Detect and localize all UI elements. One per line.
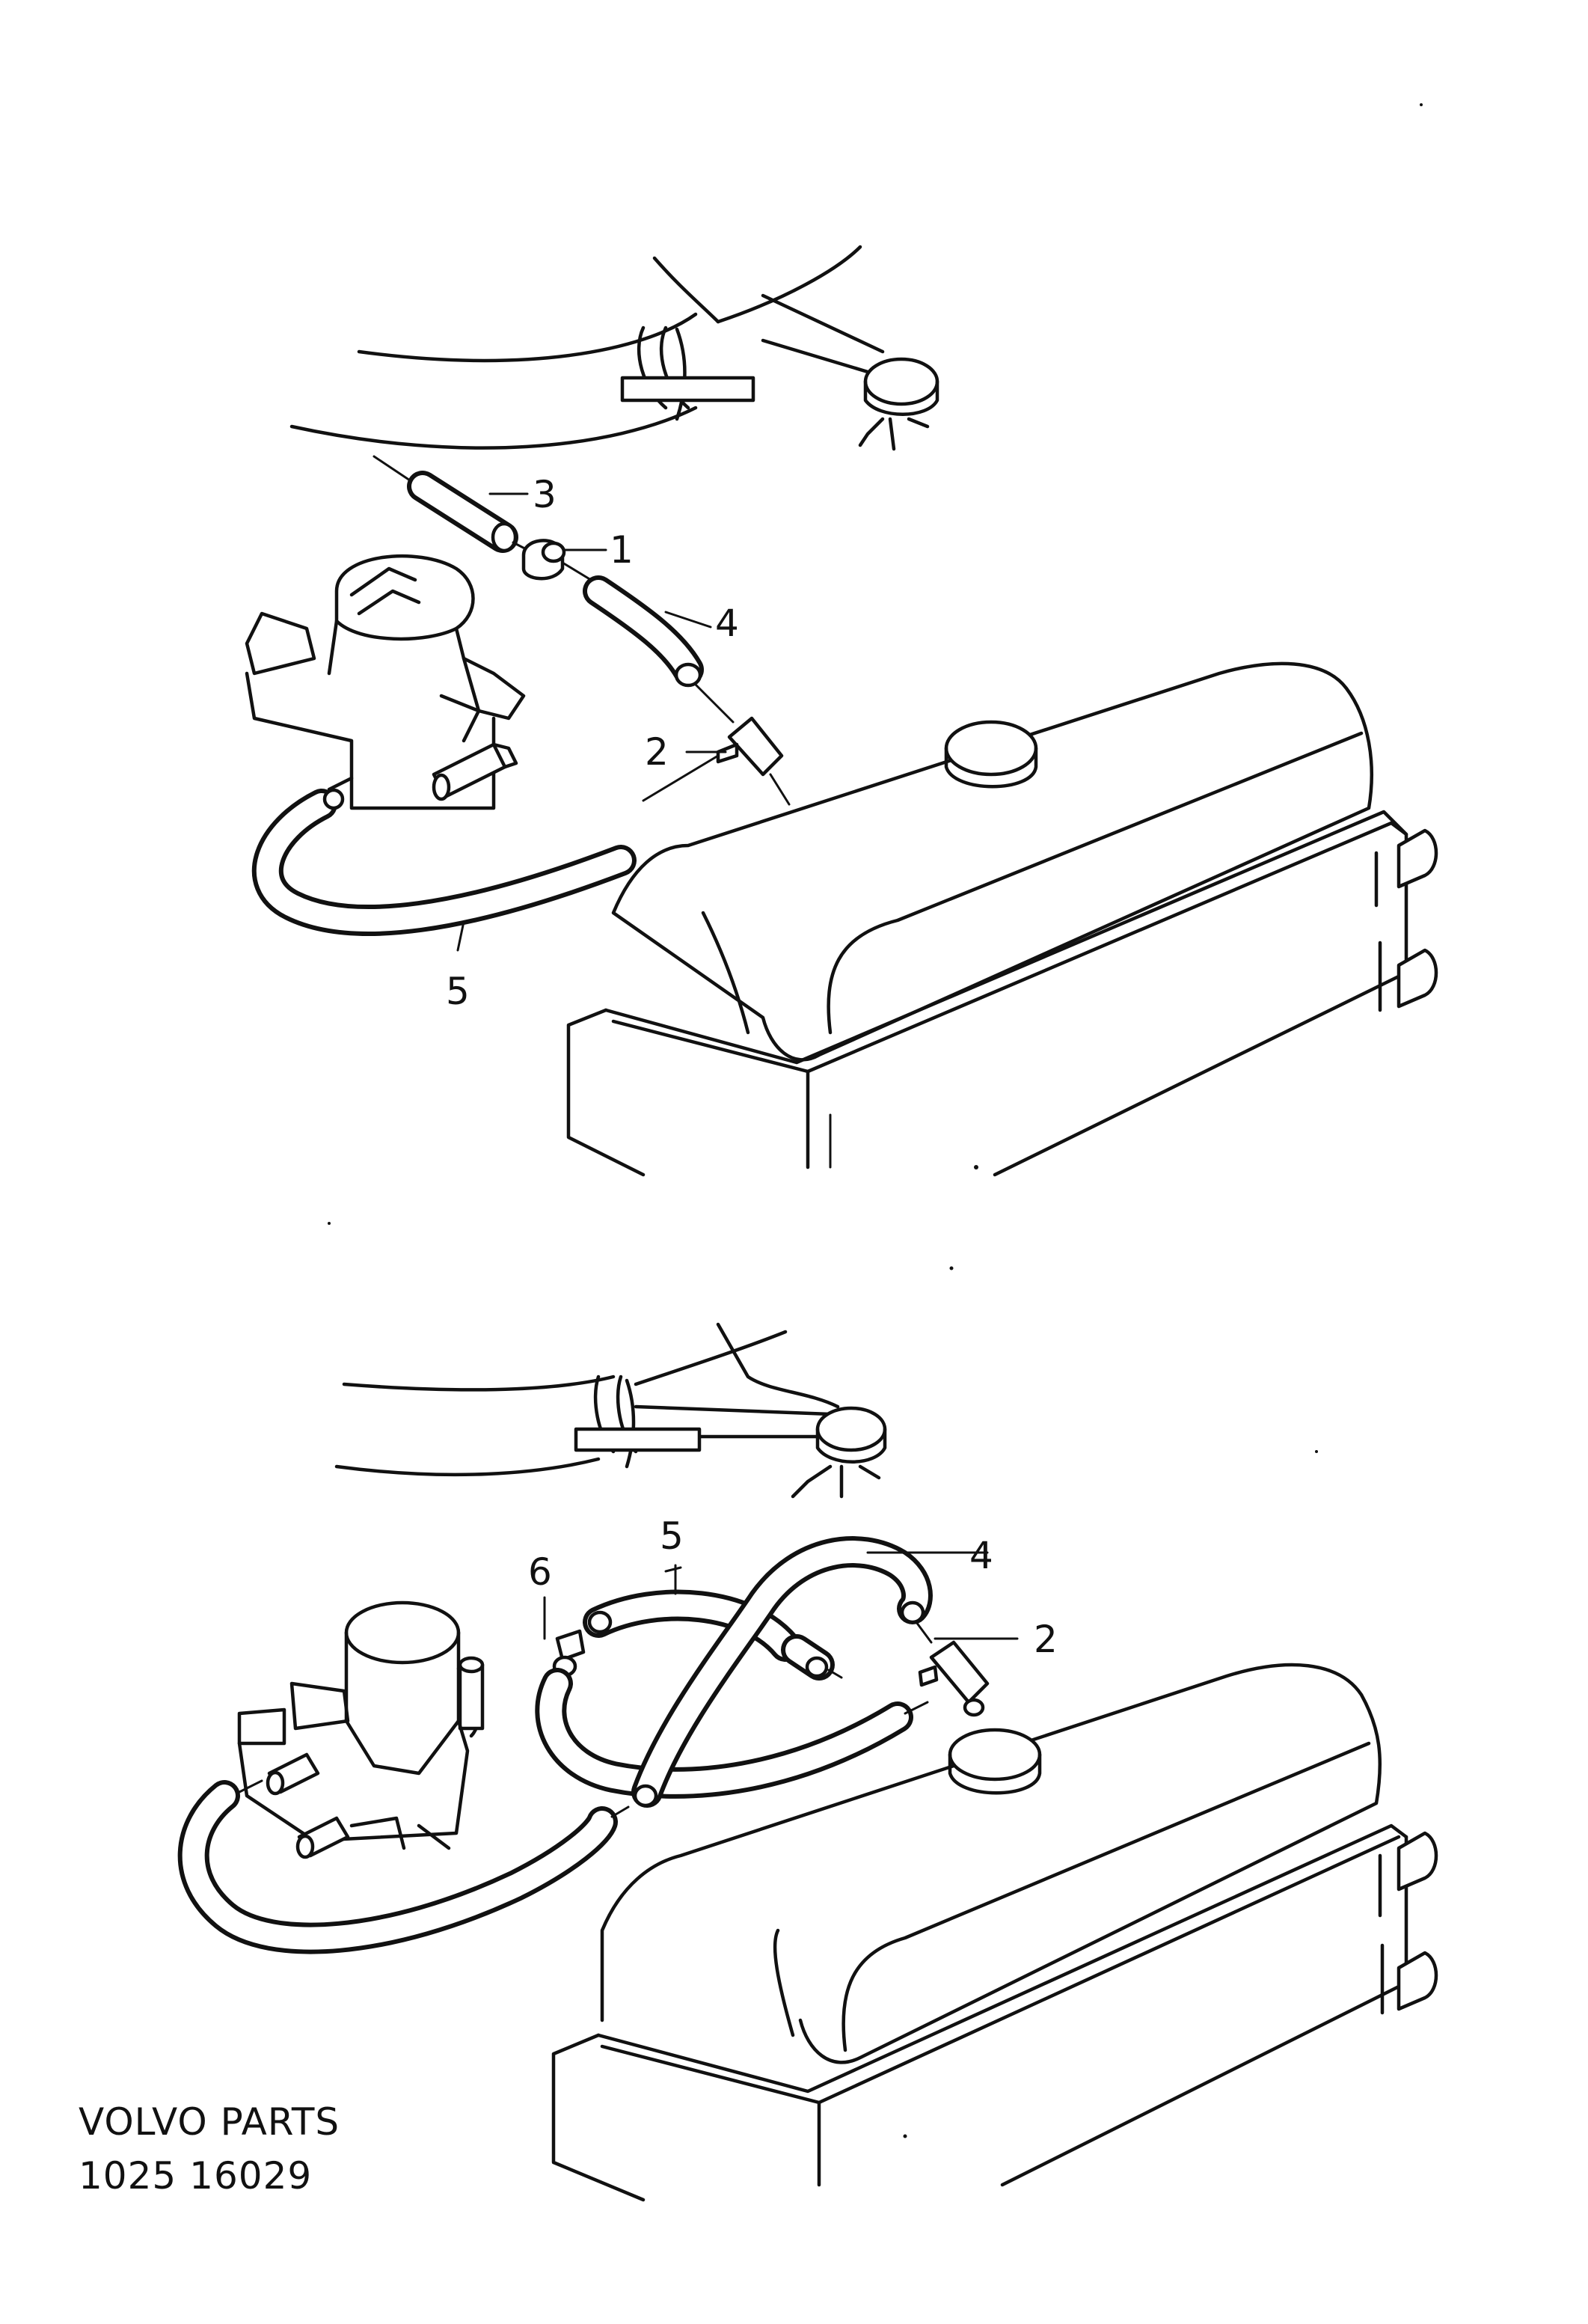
bottom-part-2-fitting [918,1640,990,1717]
top-callout-5: 5 [446,970,470,1013]
footer: VOLVO PARTS 1025 16029 [79,2095,340,2203]
bottom-callout-4: 4 [969,1534,993,1577]
top-valve-cover [566,661,1438,1177]
bottom-callout-2: 2 [1034,1618,1058,1661]
scan-speckles [328,103,1423,2138]
drawing-code: 1025 16029 [79,2154,313,2198]
bottom-left-hose [177,1779,630,1954]
top-part-1-grommet [512,539,592,581]
top-part-3-hose [373,455,518,553]
bottom-part-4-hose [631,1536,933,1808]
top-callout-3: 3 [533,473,557,516]
bottom-air-cleaner [334,1322,887,1499]
top-part-2-fitting [642,716,791,806]
bottom-callout-5: 5 [660,1514,684,1558]
bottom-assembly: 5 4 6 2 [177,1322,1438,2202]
brand-label: VOLVO PARTS [79,2100,340,2144]
bottom-carburettor [237,1600,485,1859]
top-assembly: 3 1 4 2 5 [245,245,1438,1177]
top-callout-1: 1 [610,528,634,572]
top-air-cleaner [289,245,939,451]
top-callout-2: 2 [645,730,669,774]
top-callout-4: 4 [715,602,739,645]
top-part-4-hose [583,575,735,724]
bottom-part-6-connector [543,1596,586,1678]
top-carburettor [245,554,526,810]
bottom-lower-hose [535,1668,929,1799]
bottom-part-5-hose [583,1564,843,1681]
top-part-5-hose [252,788,637,952]
bottom-callout-6: 6 [528,1550,552,1594]
bottom-valve-cover [551,1663,1438,2202]
